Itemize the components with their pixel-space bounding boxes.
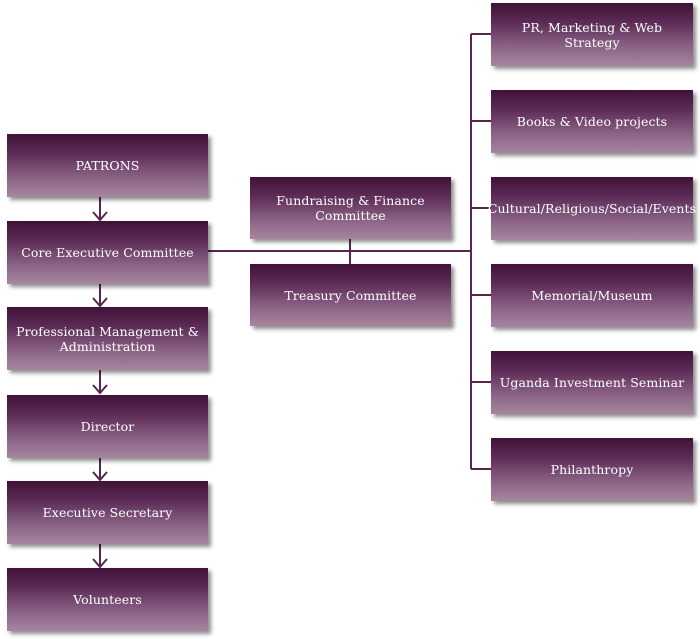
core-executive-committee-box: Core Executive Committee <box>7 221 208 284</box>
volunteers-box: Volunteers <box>7 568 208 631</box>
uganda-investment-seminar-box: Uganda Investment Seminar <box>491 351 693 414</box>
philanthropy-box: Philanthropy <box>491 438 693 501</box>
books-video-projects-box: Books & Video projects <box>491 90 693 153</box>
patrons-box: PATRONS <box>7 134 208 197</box>
arrow-director-to-secretary <box>92 458 108 482</box>
fundraising-finance-committee-box: Fundraising & Finance Committee <box>250 177 451 239</box>
memorial-museum-box: Memorial/Museum <box>491 264 693 327</box>
executive-secretary-box: Executive Secretary <box>7 481 208 544</box>
treasury-committee-box: Treasury Committee <box>250 264 451 326</box>
arrow-core-to-management <box>92 284 108 308</box>
arrow-patrons-to-core <box>92 197 108 222</box>
pr-marketing-web-strategy-box: PR, Marketing & Web Strategy <box>491 3 693 66</box>
director-box: Director <box>7 395 208 458</box>
arrow-management-to-director <box>92 370 108 395</box>
professional-management-box: Professional Management & Administration <box>7 307 208 370</box>
arrow-secretary-to-volunteers <box>92 544 108 569</box>
cultural-religious-social-events-box: Cultural/Religious/Social/Events <box>488 177 696 240</box>
